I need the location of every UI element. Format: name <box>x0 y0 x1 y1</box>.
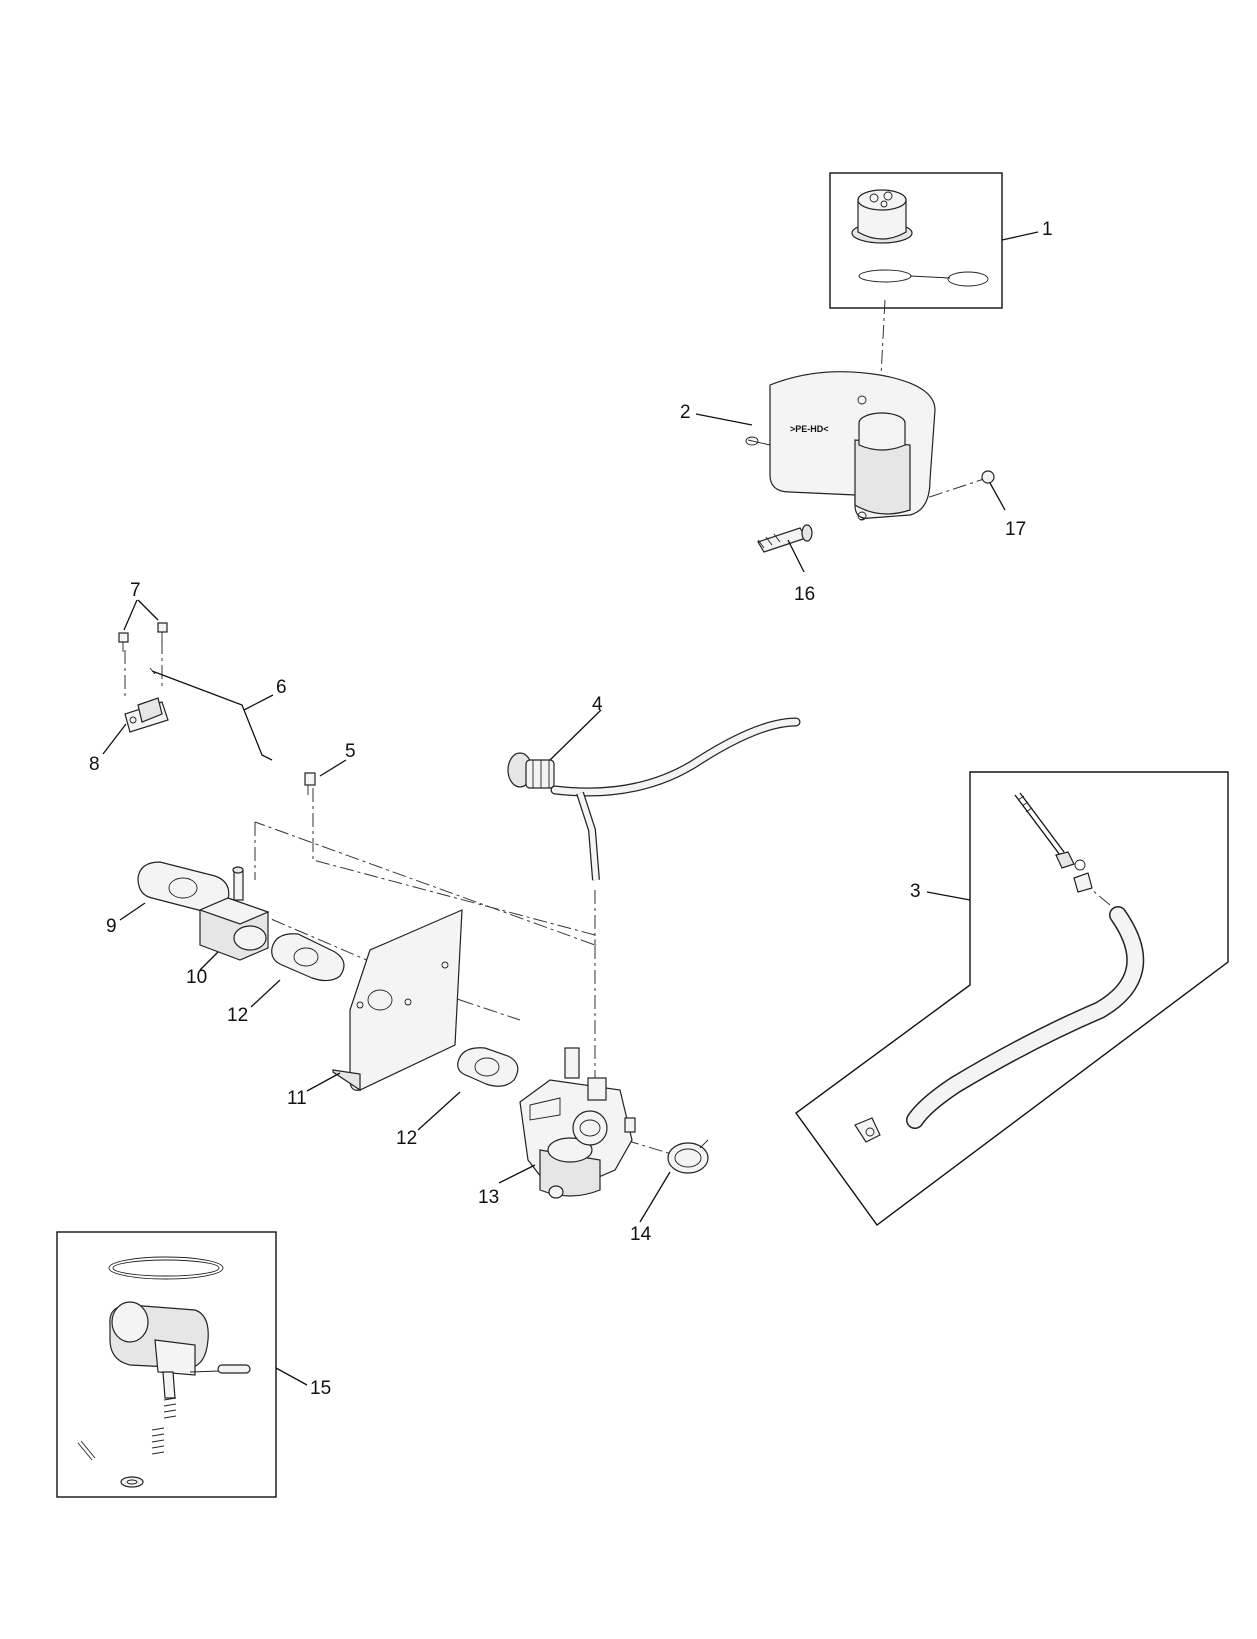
callout-3: 3 <box>910 881 921 902</box>
screw-16-part <box>757 524 813 553</box>
fuel-valve-8-part <box>124 697 169 733</box>
callout-12-upper: 12 <box>227 1005 248 1026</box>
callout-5: 5 <box>345 741 356 762</box>
choke-rod-6-part <box>151 670 273 761</box>
callout-12-lower: 12 <box>396 1128 417 1149</box>
tank-material-label: >PE-HD< <box>790 424 829 434</box>
fuel-line-kit-box <box>795 771 1229 1226</box>
screws-7-part <box>118 622 168 652</box>
gasket-12-lower-part <box>457 1047 519 1087</box>
callout-15: 15 <box>310 1378 331 1399</box>
leader-lines <box>102 231 1039 1386</box>
nut-17-part <box>981 470 995 484</box>
carburetor-13-part <box>519 1047 636 1199</box>
heat-shield-11-part <box>332 909 463 1092</box>
fuel-line-kit-3-part <box>854 792 1145 1143</box>
callout-1: 1 <box>1042 219 1053 240</box>
assembly-lines <box>124 299 1111 1156</box>
callout-14: 14 <box>630 1224 652 1245</box>
callout-2: 2 <box>680 402 691 423</box>
gasket-14-part <box>667 1139 709 1174</box>
fuel-cap-part <box>851 189 989 287</box>
spacer-10-part <box>198 866 270 961</box>
callout-6: 6 <box>276 677 287 698</box>
fuel-tank-part: >PE-HD< <box>745 371 936 521</box>
callout-11: 11 <box>287 1088 307 1109</box>
callout-16: 16 <box>794 584 815 605</box>
callout-13: 13 <box>478 1187 499 1208</box>
callout-17: 17 <box>1005 519 1026 540</box>
callout-10: 10 <box>186 967 207 988</box>
clip-5-part <box>304 772 316 795</box>
callout-9: 9 <box>106 916 117 937</box>
cap-kit-box <box>829 172 1003 309</box>
carburetor-kit-15-part <box>77 1256 251 1488</box>
carburetor-kit-box <box>56 1231 277 1498</box>
callout-numbers: 1 2 3 4 5 6 7 8 9 10 11 12 12 13 14 15 1… <box>89 219 1053 1399</box>
breather-hose-4-part <box>507 717 801 881</box>
gasket-12-upper-part <box>271 933 345 982</box>
callout-7: 7 <box>130 580 141 601</box>
callout-4: 4 <box>592 694 603 715</box>
callout-8: 8 <box>89 754 100 775</box>
